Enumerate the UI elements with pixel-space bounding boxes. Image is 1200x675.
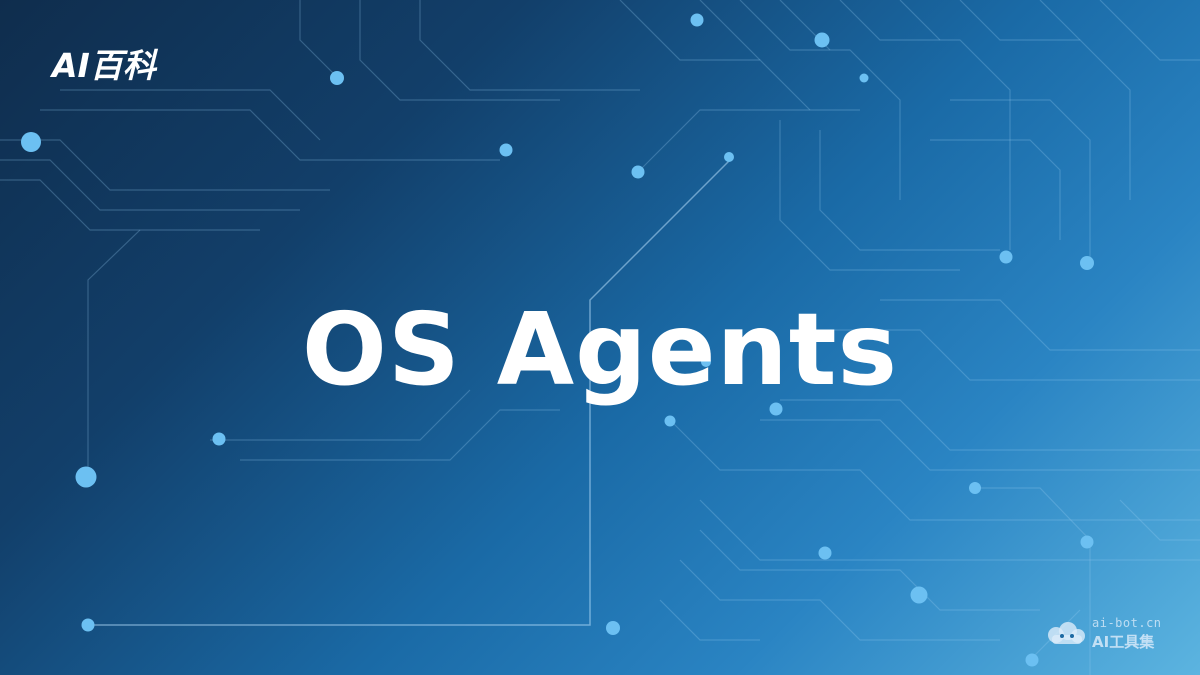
watermark: ai-bot.cn AI工具集 <box>1044 612 1184 652</box>
brand-logo: AI百科 <box>52 46 156 85</box>
hero-title: OS Agents <box>301 291 899 408</box>
watermark-name: AI工具集 <box>1092 633 1155 651</box>
cloud-robot-icon <box>1048 622 1085 644</box>
watermark-url: ai-bot.cn <box>1092 616 1162 630</box>
